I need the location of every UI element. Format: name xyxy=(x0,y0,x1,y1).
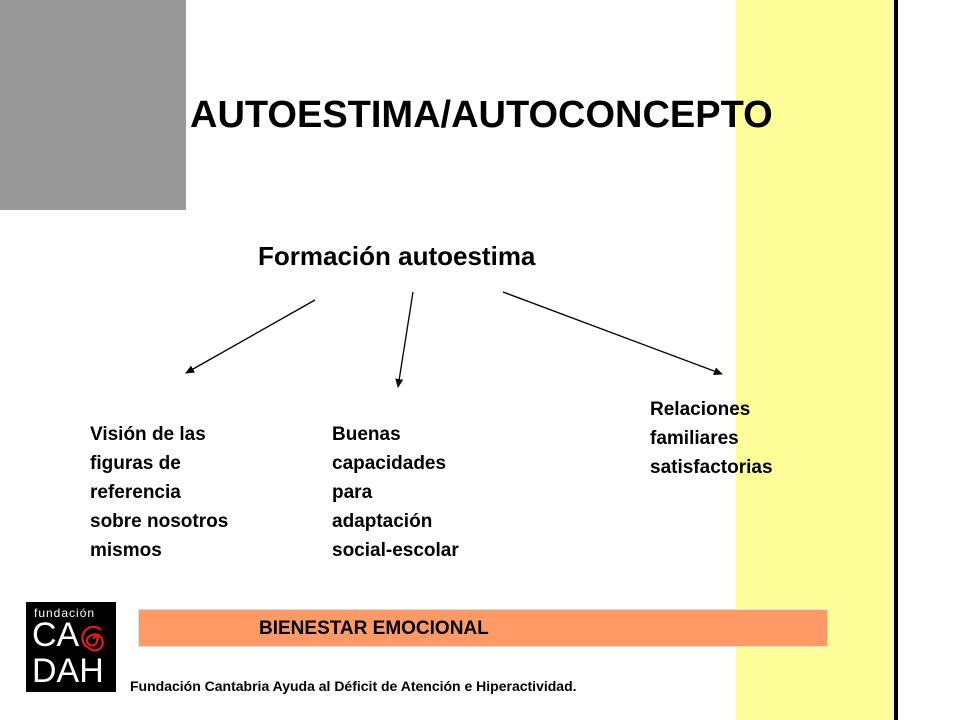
slide-title: AUTOESTIMA/AUTOCONCEPTO xyxy=(190,94,773,136)
banner-label: BIENESTAR EMOCIONAL xyxy=(259,618,489,639)
emotional-wellbeing-banner: BIENESTAR EMOCIONAL xyxy=(138,609,828,647)
logo-text-dah: DAH xyxy=(32,652,104,690)
diagram-root-label: Formación autoestima xyxy=(258,241,536,271)
spiral-icon xyxy=(81,625,104,652)
arrow-to-branch-2 xyxy=(502,291,723,375)
yellow-side-band xyxy=(736,0,894,720)
arrow-to-branch-1 xyxy=(395,291,414,388)
vertical-rule xyxy=(894,0,898,720)
logo-text-small: fundación xyxy=(34,606,96,620)
arrow-to-branch-0 xyxy=(185,299,316,374)
gray-corner-block xyxy=(0,0,186,210)
footer-text: Fundación Cantabria Ayuda al Déficit de … xyxy=(130,678,577,694)
logo-text-ca: CA xyxy=(32,616,80,654)
branch-node-1: Buenas capacidades para adaptación socia… xyxy=(332,424,459,561)
branch-node-2: Relaciones familiares satisfactorias xyxy=(650,399,773,478)
branch-node-0: Visión de las figuras de referencia sobr… xyxy=(90,424,229,561)
cadah-logo: fundación CA DAH xyxy=(26,602,116,692)
